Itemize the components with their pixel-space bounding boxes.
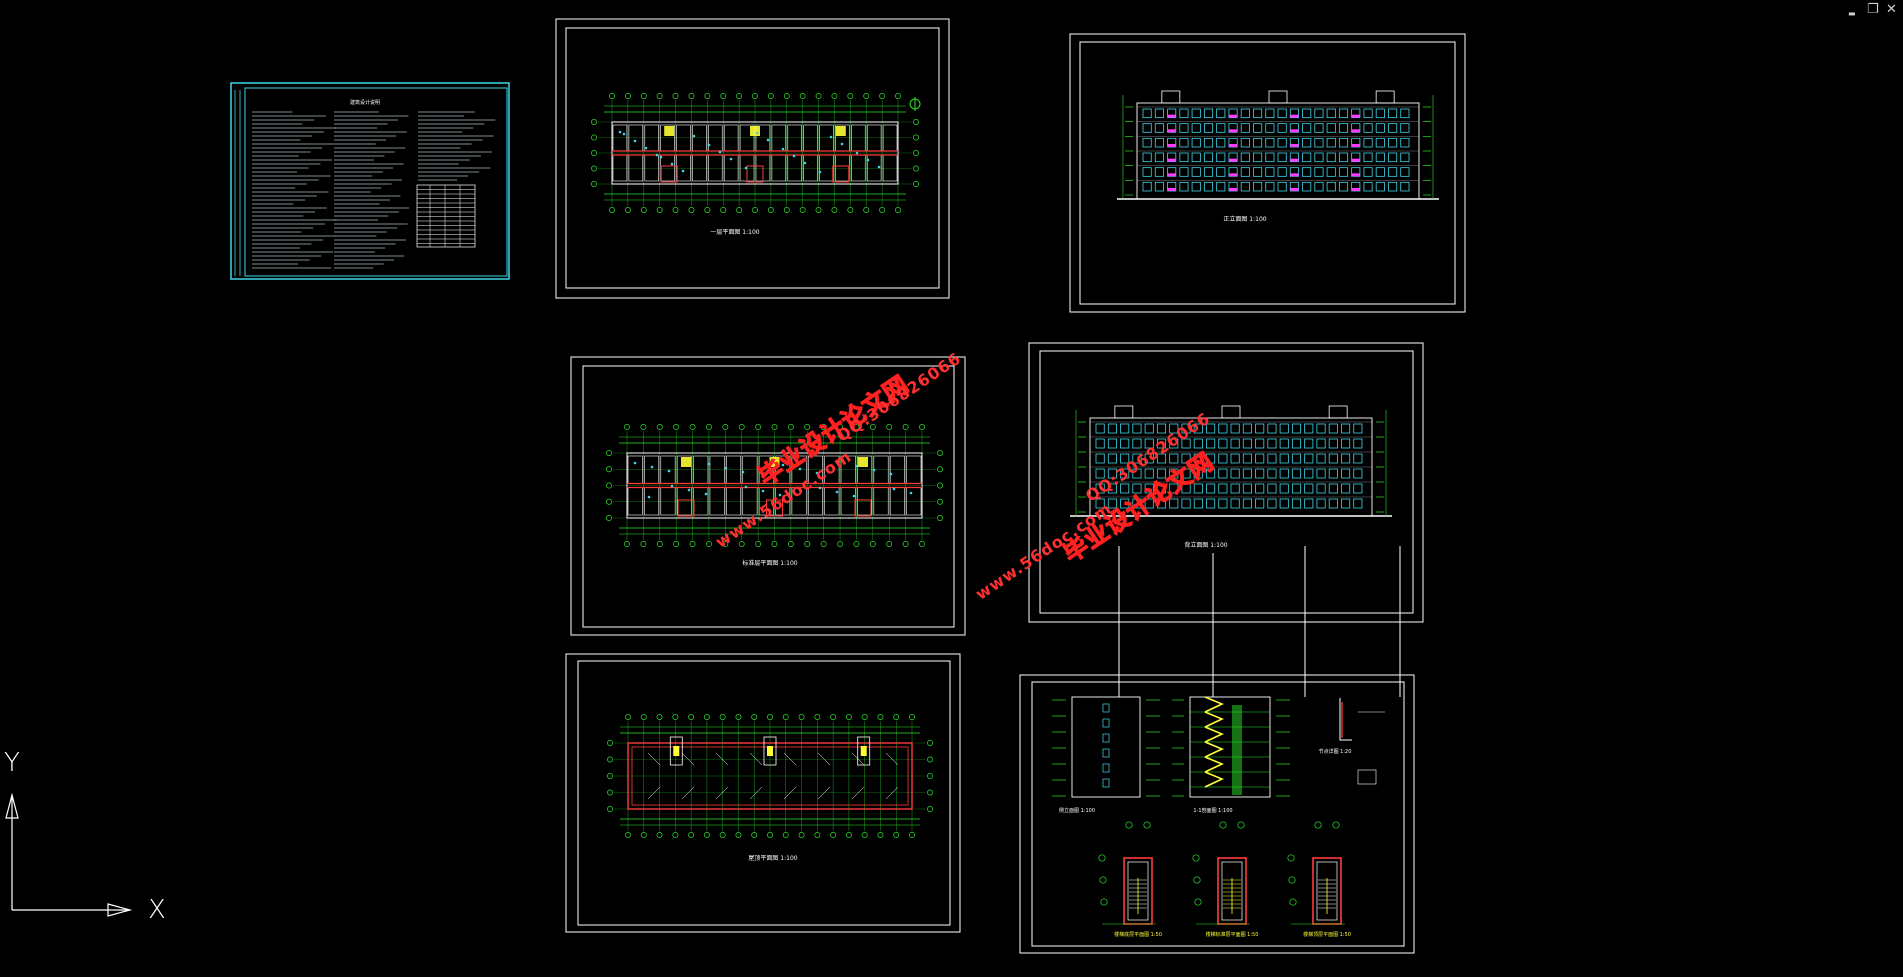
roof-drawing xyxy=(607,714,933,838)
elev2-caption: 背立面图 1:100 xyxy=(1184,541,1227,549)
ucs-axis-icon xyxy=(5,792,133,917)
ucs-y-label: Y xyxy=(4,748,20,778)
notes-title: 建筑设计说明 xyxy=(350,99,380,106)
plan2-caption: 标准层平面图 1:100 xyxy=(742,559,797,567)
section-drawings xyxy=(1052,696,1385,925)
elevation-drawing-1 xyxy=(1117,90,1439,200)
sheet-roof-plan[interactable]: 屋顶平面图 1:100 xyxy=(565,653,961,933)
section-caption-3: 节点详图 1:20 xyxy=(1319,748,1352,755)
roof-caption: 屋顶平面图 1:100 xyxy=(748,855,797,862)
sheet-elevation-rear[interactable]: 背立面图 1:100 xyxy=(1028,342,1424,623)
stair-caption-1: 楼梯底层平面图 1:50 xyxy=(1114,931,1162,938)
notes-text-lines xyxy=(234,90,496,276)
section-caption-1: 侧立面图 1:100 xyxy=(1059,807,1095,814)
elev1-caption: 正立面图 1:100 xyxy=(1223,215,1266,223)
ucs-x-label: X xyxy=(148,895,166,925)
plan-drawing-1 xyxy=(591,93,919,213)
plan1-caption: 一层平面图 1:100 xyxy=(710,229,759,236)
notes-table xyxy=(416,184,476,248)
stair-caption-2: 楼梯标准层平面图 1:50 xyxy=(1206,931,1259,938)
sheet-floor-plan-2[interactable]: 标准层平面图 1:100 xyxy=(570,356,966,636)
sheet-sections-stairs[interactable]: 侧立面图 1:100 1-1剖面图 1:100 节点详图 1:20 楼梯底层平面… xyxy=(1019,674,1415,954)
sheet-elevation-front[interactable]: 正立面图 1:100 xyxy=(1069,33,1466,313)
section-caption-2: 1-1剖面图 1:100 xyxy=(1193,807,1232,814)
sheet-design-notes[interactable]: 建筑设计说明 xyxy=(230,82,510,280)
plan-drawing-2 xyxy=(606,424,943,547)
restore-icon[interactable]: ❐ xyxy=(1867,2,1879,17)
sheet-floor-plan-1[interactable]: 一层平面图 1:100 xyxy=(555,18,950,299)
minimize-icon[interactable]: ▬ xyxy=(1848,9,1856,18)
stair-caption-3: 楼梯顶层平面图 1:50 xyxy=(1303,931,1351,938)
elevation-drawing-2 xyxy=(1070,405,1392,517)
connector-lines xyxy=(1118,546,1401,697)
close-icon[interactable]: ✕ xyxy=(1886,2,1897,17)
